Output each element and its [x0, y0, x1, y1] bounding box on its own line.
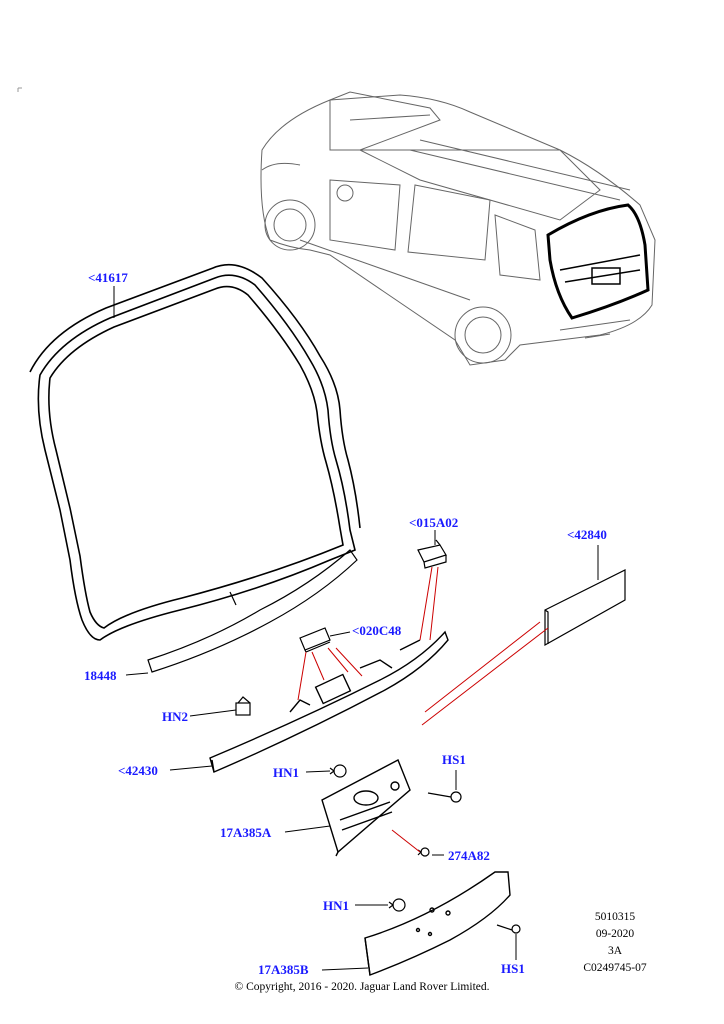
copyright-notice: © Copyright, 2016 - 2020. Jaguar Land Ro…: [234, 981, 490, 993]
callout-274A82[interactable]: 274A82: [448, 848, 490, 863]
fastener-HN1-lower: [388, 898, 406, 912]
callout-17A385B[interactable]: 17A385B: [258, 962, 309, 977]
weatherstrip-strip: [147, 549, 358, 673]
black-leader-lines: [113, 286, 599, 971]
fastener-HN1-upper: [329, 764, 347, 778]
finisher-bar: [209, 630, 449, 773]
callout-HN1-upper[interactable]: HN1: [273, 765, 299, 780]
switch-020C48: [299, 627, 331, 653]
red-leader-lines: [297, 566, 549, 853]
callout-020C48[interactable]: <020C48: [352, 623, 402, 638]
corner-mark: [17, 87, 22, 92]
callout-HS1-lower[interactable]: HS1: [501, 961, 525, 976]
fastener-HN2: [235, 696, 251, 716]
callout-41617[interactable]: <41617: [88, 270, 128, 285]
meta-line-3: 3A: [607, 945, 623, 957]
diagram-meta: 5010315 09-2020 3A C0249745-07: [570, 909, 660, 977]
meta-line-2: 09-2020: [595, 928, 635, 940]
callout-18448[interactable]: 18448: [84, 668, 117, 683]
screw-HS1-lower: [496, 924, 521, 934]
callout-015A02[interactable]: <015A02: [409, 515, 459, 530]
callout-HS1-upper[interactable]: HS1: [442, 752, 466, 767]
trim-panel: [544, 569, 626, 647]
finisher-17A385B: [364, 871, 511, 976]
callout-HN2[interactable]: HN2: [162, 709, 188, 724]
meta-line-4: C0249745-07: [583, 962, 647, 974]
callout-42840[interactable]: <42840: [567, 527, 607, 542]
callout-42430[interactable]: <42430: [118, 763, 158, 778]
tailgate-seal: [29, 263, 361, 641]
meta-line-1: 5010315: [594, 911, 636, 923]
callout-HN1-lower[interactable]: HN1: [323, 898, 349, 913]
clip-015A02: [417, 539, 447, 569]
vehicle-tailgate-detail: [559, 254, 641, 285]
screw-HS1-upper: [427, 791, 462, 803]
vehicle-illustration: [260, 91, 656, 366]
bracket-17A385A: [321, 759, 411, 857]
callout-17A385A[interactable]: 17A385A: [220, 825, 272, 840]
vehicle-tailgate-highlight: [546, 203, 650, 320]
